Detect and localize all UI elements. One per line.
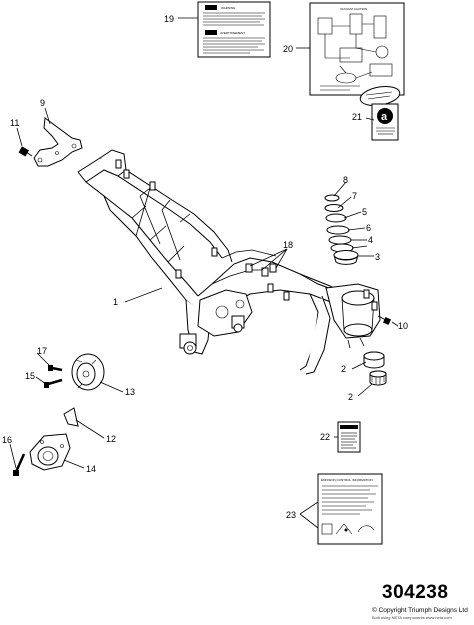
warning-decal: WARNING AVERTISSEMENT [197, 1, 271, 58]
bolt-10 [377, 315, 391, 325]
callout-12: 12 [106, 434, 116, 444]
callout-6: 6 [366, 223, 371, 233]
callout-13: 13 [125, 387, 135, 397]
emission-title: EMISSION CONTROL INFORMATION [321, 478, 373, 482]
engine-mount-cup [71, 353, 105, 391]
spacer-plate [63, 407, 79, 427]
leader-lines [9, 17, 399, 529]
vacuum-routing-decal: VACUUM CAUTION [309, 2, 405, 96]
built-with-notice: Built using NETA components www.neta.com [372, 615, 452, 620]
callout-10: 10 [398, 321, 408, 331]
bolt-17 [48, 365, 63, 372]
copyright-notice: © Copyright Triumph Designs Ltd [372, 607, 468, 614]
callout-19: 19 [164, 14, 174, 24]
callout-9: 9 [40, 98, 45, 108]
a-badge-letter: a [381, 111, 388, 123]
callout-16: 16 [2, 435, 12, 445]
callout-22: 22 [320, 432, 330, 442]
bolt-16 [13, 453, 26, 476]
main-frame [77, 149, 381, 375]
callout-numbers: 1 2 2 3 4 4 5 6 7 8 9 10 11 12 13 14 15 … [2, 14, 408, 520]
callout-11: 11 [10, 118, 19, 128]
oval-decal [359, 85, 401, 107]
diagram-number: 304238 [382, 582, 449, 603]
callout-20: 20 [283, 44, 293, 54]
callout-3: 3 [375, 252, 380, 262]
callout-17: 17 [37, 346, 47, 356]
callout-23: 23 [286, 510, 296, 520]
callout-4a: 4 [368, 235, 373, 245]
bolt-15 [44, 378, 63, 388]
bearing-races [363, 351, 387, 386]
callout-7: 7 [352, 191, 357, 201]
callout-14: 14 [86, 464, 96, 474]
callout-18: 18 [283, 240, 293, 250]
callout-2a: 2 [341, 364, 346, 374]
callout-15: 15 [25, 371, 35, 381]
callout-8: 8 [343, 175, 348, 185]
avertissement-label: AVERTISSEMENT [220, 31, 245, 35]
end-cover [29, 433, 71, 471]
callout-21: 21 [352, 112, 362, 122]
steering-bearing-stack [324, 194, 359, 265]
callout-1: 1 [113, 297, 118, 307]
bolt-11 [18, 146, 33, 157]
callout-5: 5 [362, 207, 367, 217]
vacuum-caution-label: VACUUM CAUTION [340, 7, 367, 11]
small-info-decal [337, 421, 361, 453]
emission-control-decal: EMISSION CONTROL INFORMATION [317, 473, 383, 545]
mounting-bracket [33, 117, 83, 167]
warning-label: WARNING [221, 6, 236, 10]
a-badge-decal: a [371, 103, 399, 141]
callout-2b: 2 [348, 392, 353, 402]
